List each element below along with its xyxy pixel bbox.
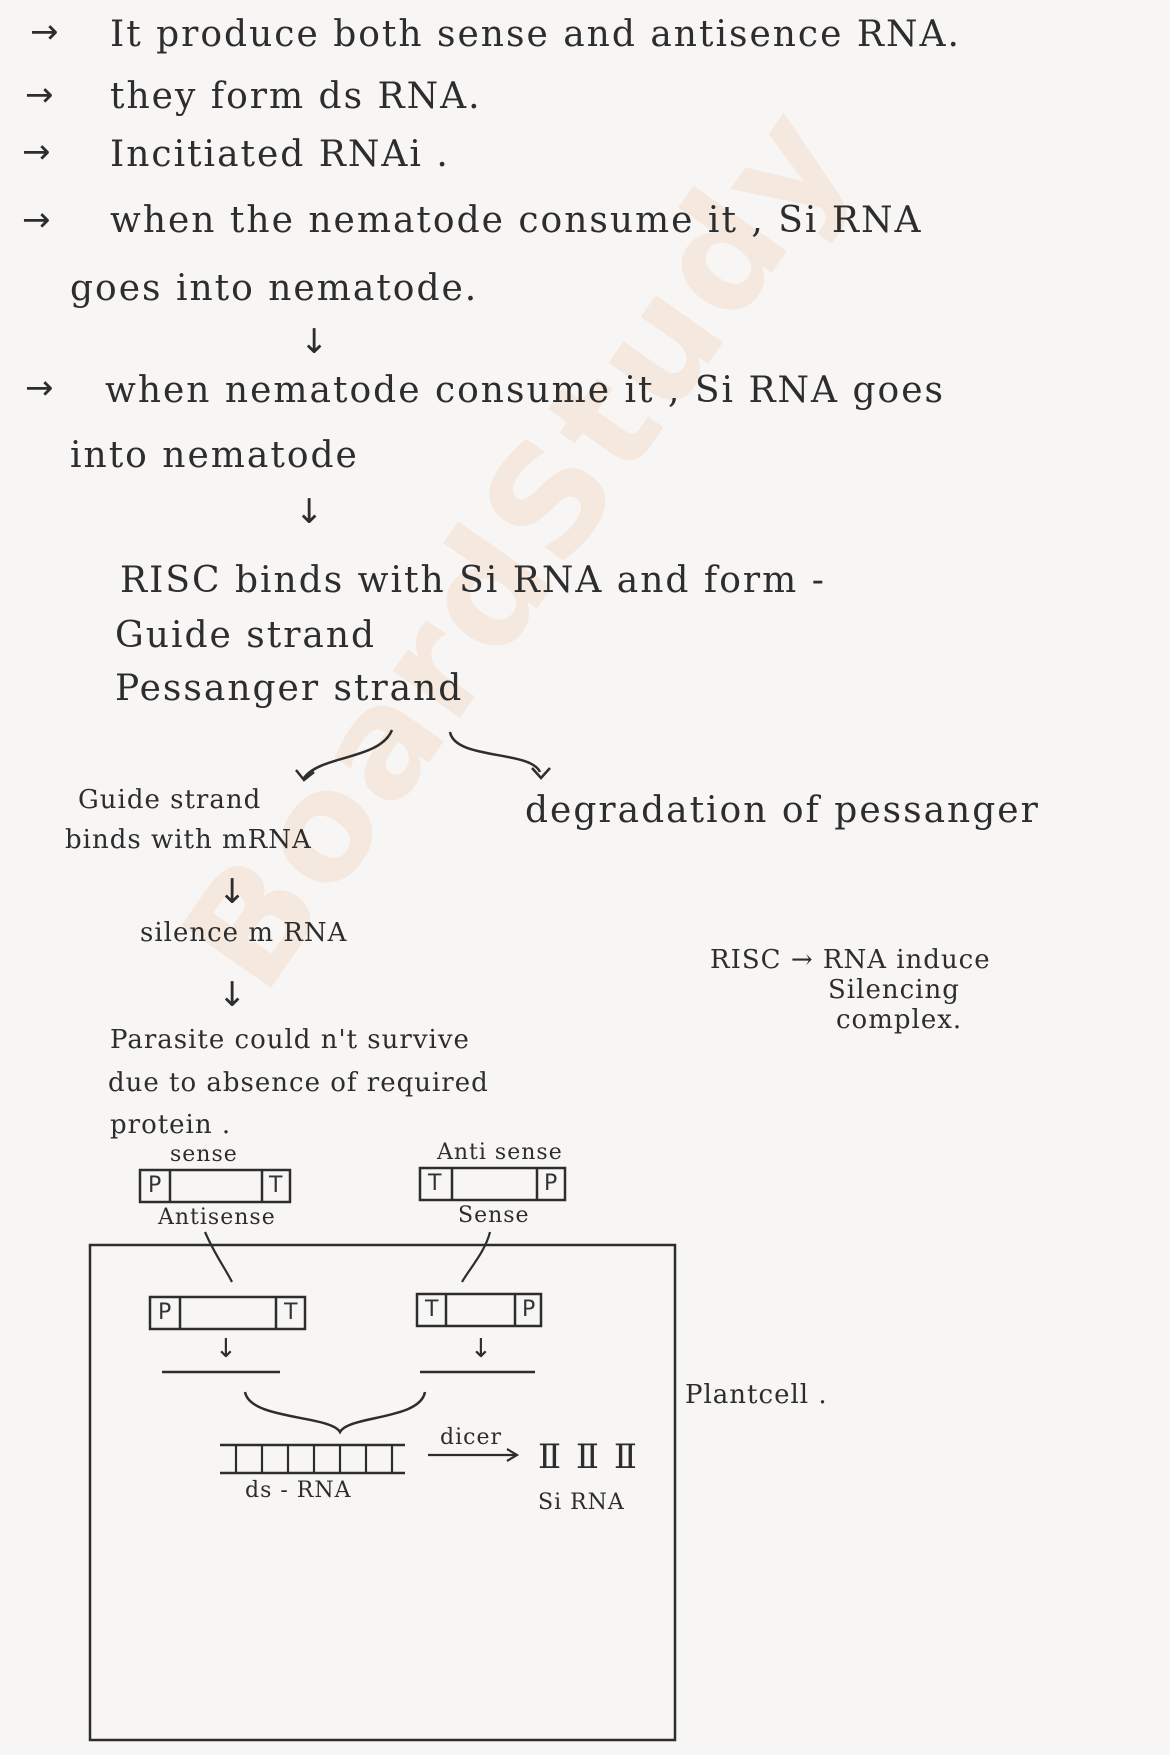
ds-rna-label: ds - RNA: [245, 1478, 352, 1503]
arrow-bullet-icon: →: [22, 200, 51, 240]
arrow-bullet-icon: →: [25, 368, 54, 408]
antisense-label-bottom: Antisense: [158, 1205, 276, 1230]
risc-definition-1: RISC → RNA induce: [710, 945, 991, 975]
sense-label-top: sense: [170, 1142, 238, 1167]
down-arrow-icon: ↓: [295, 492, 324, 532]
dicer-label: dicer: [440, 1425, 502, 1450]
note-line-5a: when nematode consume it , Si RNA goes: [105, 370, 945, 411]
down-arrow-icon: ↓: [218, 975, 247, 1015]
plant-cell-label: Plantcell .: [685, 1380, 828, 1410]
arrow-bullet-icon: →: [22, 132, 51, 172]
note-line-5b: into nematode: [70, 435, 359, 476]
down-arrow-icon: ↓: [215, 1334, 237, 1364]
guide-strand-label: Guide strand: [78, 785, 262, 815]
risc-guide-strand: Guide strand: [115, 615, 377, 656]
sirna-label: Si RNA: [538, 1490, 625, 1515]
guide-binds-mrna: binds with mRNA: [65, 825, 312, 855]
promoter-label: P: [148, 1173, 162, 1198]
risc-line: RISC binds with Si RNA and form -: [120, 560, 826, 601]
risc-definition-2: Silencing: [828, 975, 960, 1005]
parasite-line-3: protein .: [110, 1110, 232, 1140]
arrow-bullet-icon: →: [25, 75, 54, 115]
down-arrow-icon: ↓: [470, 1334, 492, 1364]
note-line-1: It produce both sense and antisence RNA.: [110, 14, 961, 55]
degradation-label: degradation of pessanger: [525, 790, 1040, 831]
risc-passenger-strand: Pessanger strand: [115, 668, 464, 709]
down-arrow-icon: ↓: [300, 322, 329, 362]
sirna-marks: Ⅱ Ⅱ Ⅱ: [538, 1437, 639, 1477]
terminator-label: T: [284, 1300, 298, 1325]
silence-mrna: silence m RNA: [140, 918, 348, 948]
terminator-label: T: [269, 1173, 283, 1198]
terminator-label: T: [428, 1171, 442, 1196]
risc-definition-3: complex.: [836, 1005, 963, 1035]
down-arrow-icon: ↓: [218, 872, 247, 912]
parasite-line-2: due to absence of required: [108, 1068, 489, 1098]
note-line-4b: goes into nematode.: [70, 268, 479, 309]
note-line-2: they form ds RNA.: [110, 76, 482, 117]
arrow-bullet-icon: →: [30, 12, 59, 52]
promoter-label: P: [522, 1297, 536, 1322]
sense-label-bottom: Sense: [458, 1203, 530, 1228]
note-line-3: Incitiated RNAi .: [110, 134, 450, 175]
antisense-label-top: Anti sense: [437, 1140, 563, 1165]
promoter-label: P: [544, 1171, 558, 1196]
note-line-4a: when the nematode consume it , Si RNA: [110, 200, 923, 241]
parasite-line-1: Parasite could n't survive: [110, 1025, 470, 1055]
terminator-label: T: [425, 1297, 439, 1322]
promoter-label: P: [158, 1300, 172, 1325]
